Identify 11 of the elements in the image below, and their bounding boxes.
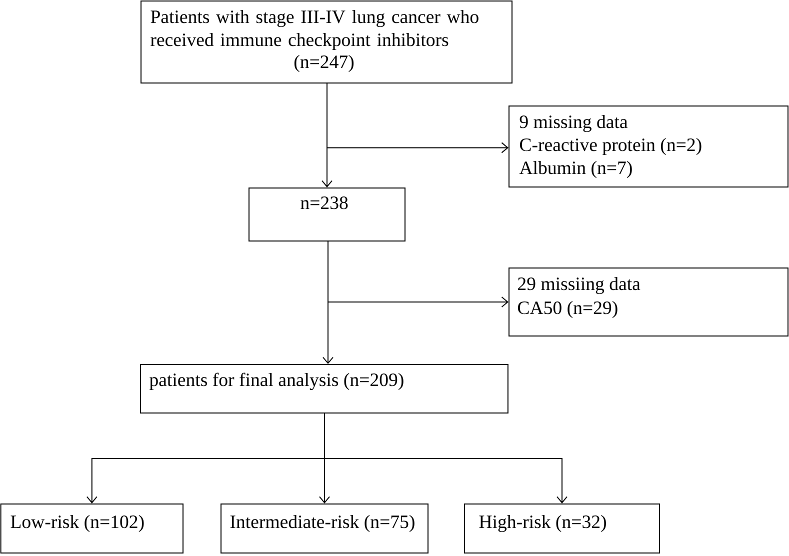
arrow: [328, 241, 508, 308]
process-box: patients for final analysis (n=209): [140, 364, 508, 414]
note-box: 29 missiing data CA50 (n=29): [508, 268, 788, 336]
note-box: 9 missing data C-reactive protein (n=2) Albumin (n=7): [508, 106, 788, 188]
arrow: [324, 413, 568, 504]
process-box: Low-risk (n=102): [0, 504, 184, 554]
process-box: Patients with stage III-IV lung cancer who received immune checkpoint inhibitors (n=247): [140, 0, 512, 84]
process-box: n=238: [248, 188, 406, 242]
process-box: Intermediate-risk (n=75): [220, 504, 428, 554]
process-box: High-risk (n=32): [464, 504, 660, 554]
arrow: [326, 83, 508, 154]
